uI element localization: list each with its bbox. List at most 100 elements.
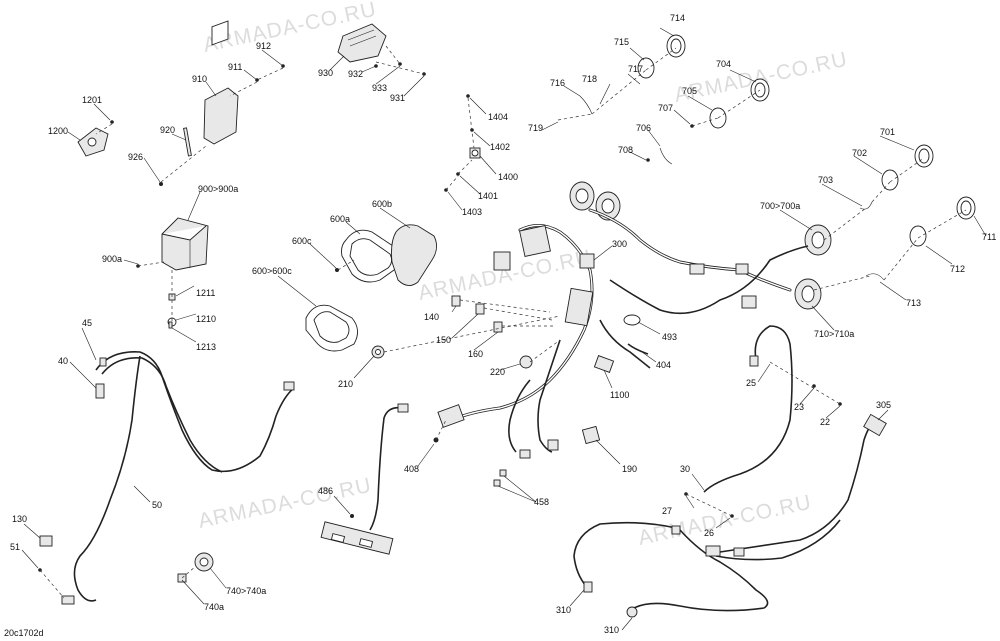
callout: 305	[876, 400, 891, 410]
harness-45	[61, 351, 295, 605]
clip-713	[865, 273, 885, 281]
callout: 715	[614, 37, 629, 47]
callout: 1404	[488, 112, 508, 122]
bezel-600a	[341, 229, 400, 283]
callout: 702	[852, 148, 867, 158]
callout: 910	[192, 74, 207, 84]
callout: 310	[556, 605, 571, 615]
screw-926	[159, 182, 163, 186]
callout: 1200	[48, 126, 68, 136]
ring-702	[881, 169, 899, 191]
watermark: ARMADA-CO.RU	[196, 474, 373, 533]
callout: 714	[670, 13, 685, 23]
callout: 22	[820, 417, 830, 427]
bracket-1200	[77, 127, 109, 157]
sensor-1100	[593, 355, 615, 373]
ring-711-inner	[960, 200, 972, 216]
callout: 719	[528, 123, 543, 133]
module-bracket-910	[203, 20, 239, 145]
callout: 710>710a	[814, 329, 854, 339]
callout: 190	[622, 464, 637, 474]
callout: 220	[490, 367, 505, 377]
lens-600b	[391, 224, 437, 286]
callout: 900a	[102, 254, 122, 264]
callout: 40	[58, 356, 68, 366]
callout: 458	[534, 497, 549, 507]
screw-1213	[168, 321, 173, 329]
ring-701-inner	[918, 148, 930, 164]
grommet-220	[519, 355, 533, 369]
cap-130	[39, 535, 53, 547]
main-harness-300	[437, 208, 809, 459]
callout: 1401	[478, 191, 498, 201]
callout: 26	[704, 528, 714, 538]
callout: 926	[128, 152, 143, 162]
drawing-code: 20c1702d	[4, 628, 44, 638]
callout: 408	[404, 464, 419, 474]
callout: 486	[318, 486, 333, 496]
clip-716	[579, 95, 593, 115]
connector-150	[475, 303, 485, 315]
screw-1201	[110, 120, 114, 124]
callout: 705	[682, 86, 697, 96]
ring-714-inner	[670, 38, 682, 54]
connector-160	[493, 321, 503, 333]
callout: 1211	[196, 288, 215, 298]
relay-930	[337, 23, 387, 63]
callout: 600b	[372, 199, 392, 209]
screw-22	[838, 402, 842, 406]
callout: 600c	[292, 236, 312, 246]
wire-404	[627, 343, 649, 355]
callout: 1400	[498, 172, 518, 182]
callout: 912	[256, 41, 271, 51]
callout: 30	[680, 464, 690, 474]
callout: 310	[604, 625, 619, 635]
callout: 160	[468, 349, 483, 359]
callout: 740a	[204, 602, 224, 612]
callout: 932	[348, 69, 363, 79]
headlamp-700	[804, 224, 832, 256]
ring-712	[909, 225, 927, 247]
ring-715	[637, 57, 655, 79]
screw-23	[812, 384, 816, 388]
callout: 404	[656, 360, 671, 370]
callout: 920	[160, 125, 175, 135]
callout: 701	[880, 127, 895, 137]
callout: 1402	[490, 142, 510, 152]
callout: 51	[10, 542, 20, 552]
clip-703	[859, 201, 873, 210]
dashed-lines	[39, 45, 967, 599]
callout: 210	[338, 379, 353, 389]
callout: 45	[82, 318, 92, 328]
harness-30	[573, 413, 887, 618]
clip-706	[659, 147, 673, 165]
nut-933	[398, 62, 402, 66]
callout: 930	[318, 68, 333, 78]
callout: 703	[818, 175, 833, 185]
callout: 130	[12, 514, 27, 524]
sensor-harness-486	[320, 403, 409, 555]
ecu-900	[161, 217, 209, 271]
callout: 700>700a	[760, 201, 800, 211]
callout: 704	[716, 59, 731, 69]
watermark: ARMADA-CO.RU	[636, 491, 813, 550]
callout: 712	[950, 264, 965, 274]
gauge-600	[305, 304, 358, 352]
sensor-1400	[469, 147, 481, 159]
callout: 717	[628, 64, 643, 74]
callout: 931	[390, 93, 405, 103]
callout-labels: 714 715 716 717 718 719 704 705 707 706 …	[10, 13, 996, 635]
callout: 1210	[196, 314, 216, 324]
callout: 600a	[330, 214, 350, 224]
connector-140	[451, 295, 461, 307]
callout: 707	[658, 103, 673, 113]
callout: 50	[152, 500, 162, 510]
callout: 911	[228, 62, 242, 72]
callout: 150	[436, 335, 451, 345]
screw-486	[350, 514, 354, 518]
pin-920	[183, 127, 192, 157]
callout: 493	[662, 332, 677, 342]
callout: 1100	[610, 390, 629, 400]
screw-708	[646, 158, 650, 162]
